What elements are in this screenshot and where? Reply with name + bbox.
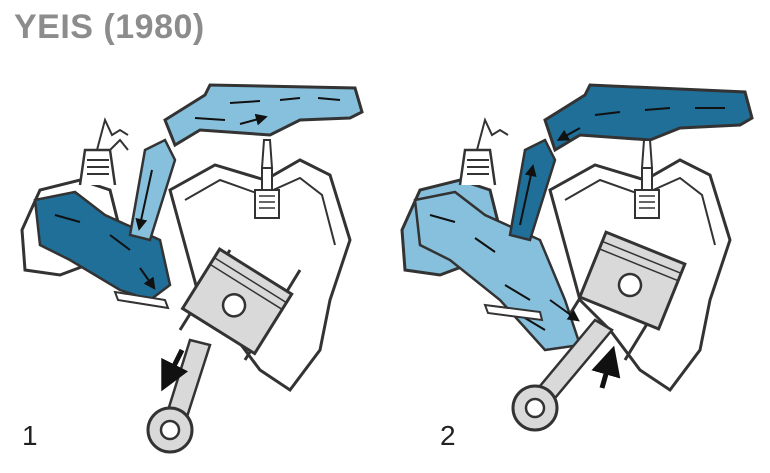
panel-1-number: 1 xyxy=(22,420,38,451)
panel-2-compression-stroke xyxy=(400,83,754,432)
panel-1-intake-stroke xyxy=(20,83,364,454)
piston xyxy=(577,230,687,331)
spark-plug-icon xyxy=(634,139,660,219)
yeis-passage-tube xyxy=(508,138,557,242)
panel-2-number: 2 xyxy=(440,420,456,451)
valve-stem xyxy=(96,117,129,151)
piston xyxy=(180,247,294,356)
yeis-jet-nozzle xyxy=(113,290,170,310)
piston-direction-arrow-up xyxy=(591,345,621,389)
crank-pin xyxy=(511,384,559,432)
accumulator-chamber xyxy=(163,83,364,148)
yeis-passage-tube xyxy=(128,138,177,242)
accumulator-chamber xyxy=(543,83,754,153)
yeis-jet-nozzle xyxy=(483,303,544,322)
piston-direction-arrow-down xyxy=(161,348,189,392)
spark-plug-icon xyxy=(254,139,280,219)
diagram-title: YEIS (1980) xyxy=(14,8,205,46)
crank-pin xyxy=(146,406,194,454)
